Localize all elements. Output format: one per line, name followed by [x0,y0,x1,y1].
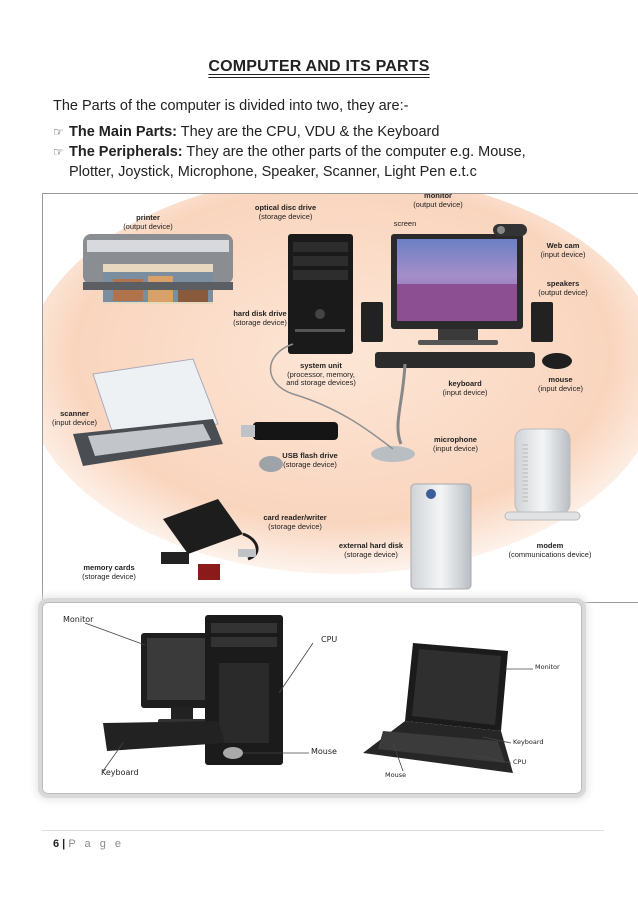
monitor-label: monitor(output device) [413,193,463,209]
intro-text: The Parts of the computer is divided int… [53,98,409,114]
keyboard-label: keyboard(input device) [442,379,488,397]
bullet-continuation: Plotter, Joystick, Microphone, Speaker, … [69,164,477,180]
printer-label: printer(output device) [123,213,173,231]
mouse-label: mouse(input device) [537,375,584,393]
footer-separator: | [59,838,69,850]
hard-disk-label: hard disk drive(storage device) [233,309,287,327]
laptop-mouse-callout: Mouse [385,771,407,779]
page-number: 6 [53,838,60,850]
modem-image [504,428,581,521]
speaker-left-image [361,302,383,342]
callout-lines [84,622,533,772]
pointing-hand-icon: ☞ [53,125,64,139]
bullet-heading: The Main Parts: [69,124,177,140]
cpu-callout: CPU [321,635,338,644]
microphone-label: microphone(input device) [432,435,479,453]
desktop-laptop-figure: Monitor CPU Mouse Keyboard Monitor Keybo… [42,602,582,794]
speakers-label: speakers(output device) [538,279,588,297]
microphone-image [371,363,415,462]
external-hard-disk-label: external hard disk(storage device) [338,541,404,559]
scanner-image [73,358,223,466]
bullet-heading: The Peripherals: [69,144,183,160]
desktop-tower-image [205,615,283,765]
computer-system-figure: printer(output device) optical disc driv… [42,193,638,603]
desktop-mouse-image [223,747,243,759]
keyboard-callout: Keyboard [101,768,139,777]
card-reader-image [163,499,259,561]
printer-image [83,234,233,304]
usb-flash-image [241,422,338,472]
scanner-label: scanner(input device) [51,409,98,427]
system-unit-label: system unit(processor, memory,and storag… [286,361,356,387]
pointing-hand-icon: ☞ [53,145,64,159]
desktop-monitor-image [141,633,226,725]
monitor-callout: Monitor [63,615,94,624]
webcam-label: Web cam(input device) [540,241,586,259]
footer-divider [42,830,604,831]
desktop-laptop-illustration [43,603,581,793]
mouse-callout: Mouse [311,747,337,756]
bullet-main-parts: ☞ The Main Parts: They are the CPU, VDU &… [53,122,439,142]
laptop-monitor-callout: Monitor [535,663,560,671]
memory-card-image [161,552,189,564]
laptop-keyboard-callout: Keyboard [513,738,544,746]
speaker-right-image [531,302,553,342]
modem-label: modem(communications device) [508,541,592,559]
card-reader-label: card reader/writer(storage device) [263,513,327,531]
bullet-peripherals: ☞ The Peripherals: They are the other par… [53,142,613,182]
memory-cards-label: memory cards(storage device) [82,563,136,581]
laptop-cpu-callout: CPU [513,758,527,766]
bullet-text: They are the other parts of the computer… [182,144,526,160]
page-footer: 6 | P a g e [53,838,124,850]
page-word: P a g e [68,838,124,850]
keyboard-image [375,352,535,368]
laptop-image [363,643,513,773]
computer-system-illustration [43,194,638,602]
monitor-image [391,234,523,345]
page-title: COMPUTER AND ITS PARTS [208,58,430,75]
mouse-image [542,353,572,369]
optical-drive-label: optical disc drive(storage device) [254,203,317,221]
memory-card-image [198,564,220,580]
webcam-image [493,224,527,236]
bullet-text: They are the CPU, VDU & the Keyboard [176,124,440,140]
usb-flash-label: USB flash drive(storage device) [282,451,338,469]
system-unit-image [288,234,353,354]
desktop-keyboard-image [103,721,225,751]
screen-label: screen [393,219,417,228]
external-hard-disk-image [410,483,472,590]
